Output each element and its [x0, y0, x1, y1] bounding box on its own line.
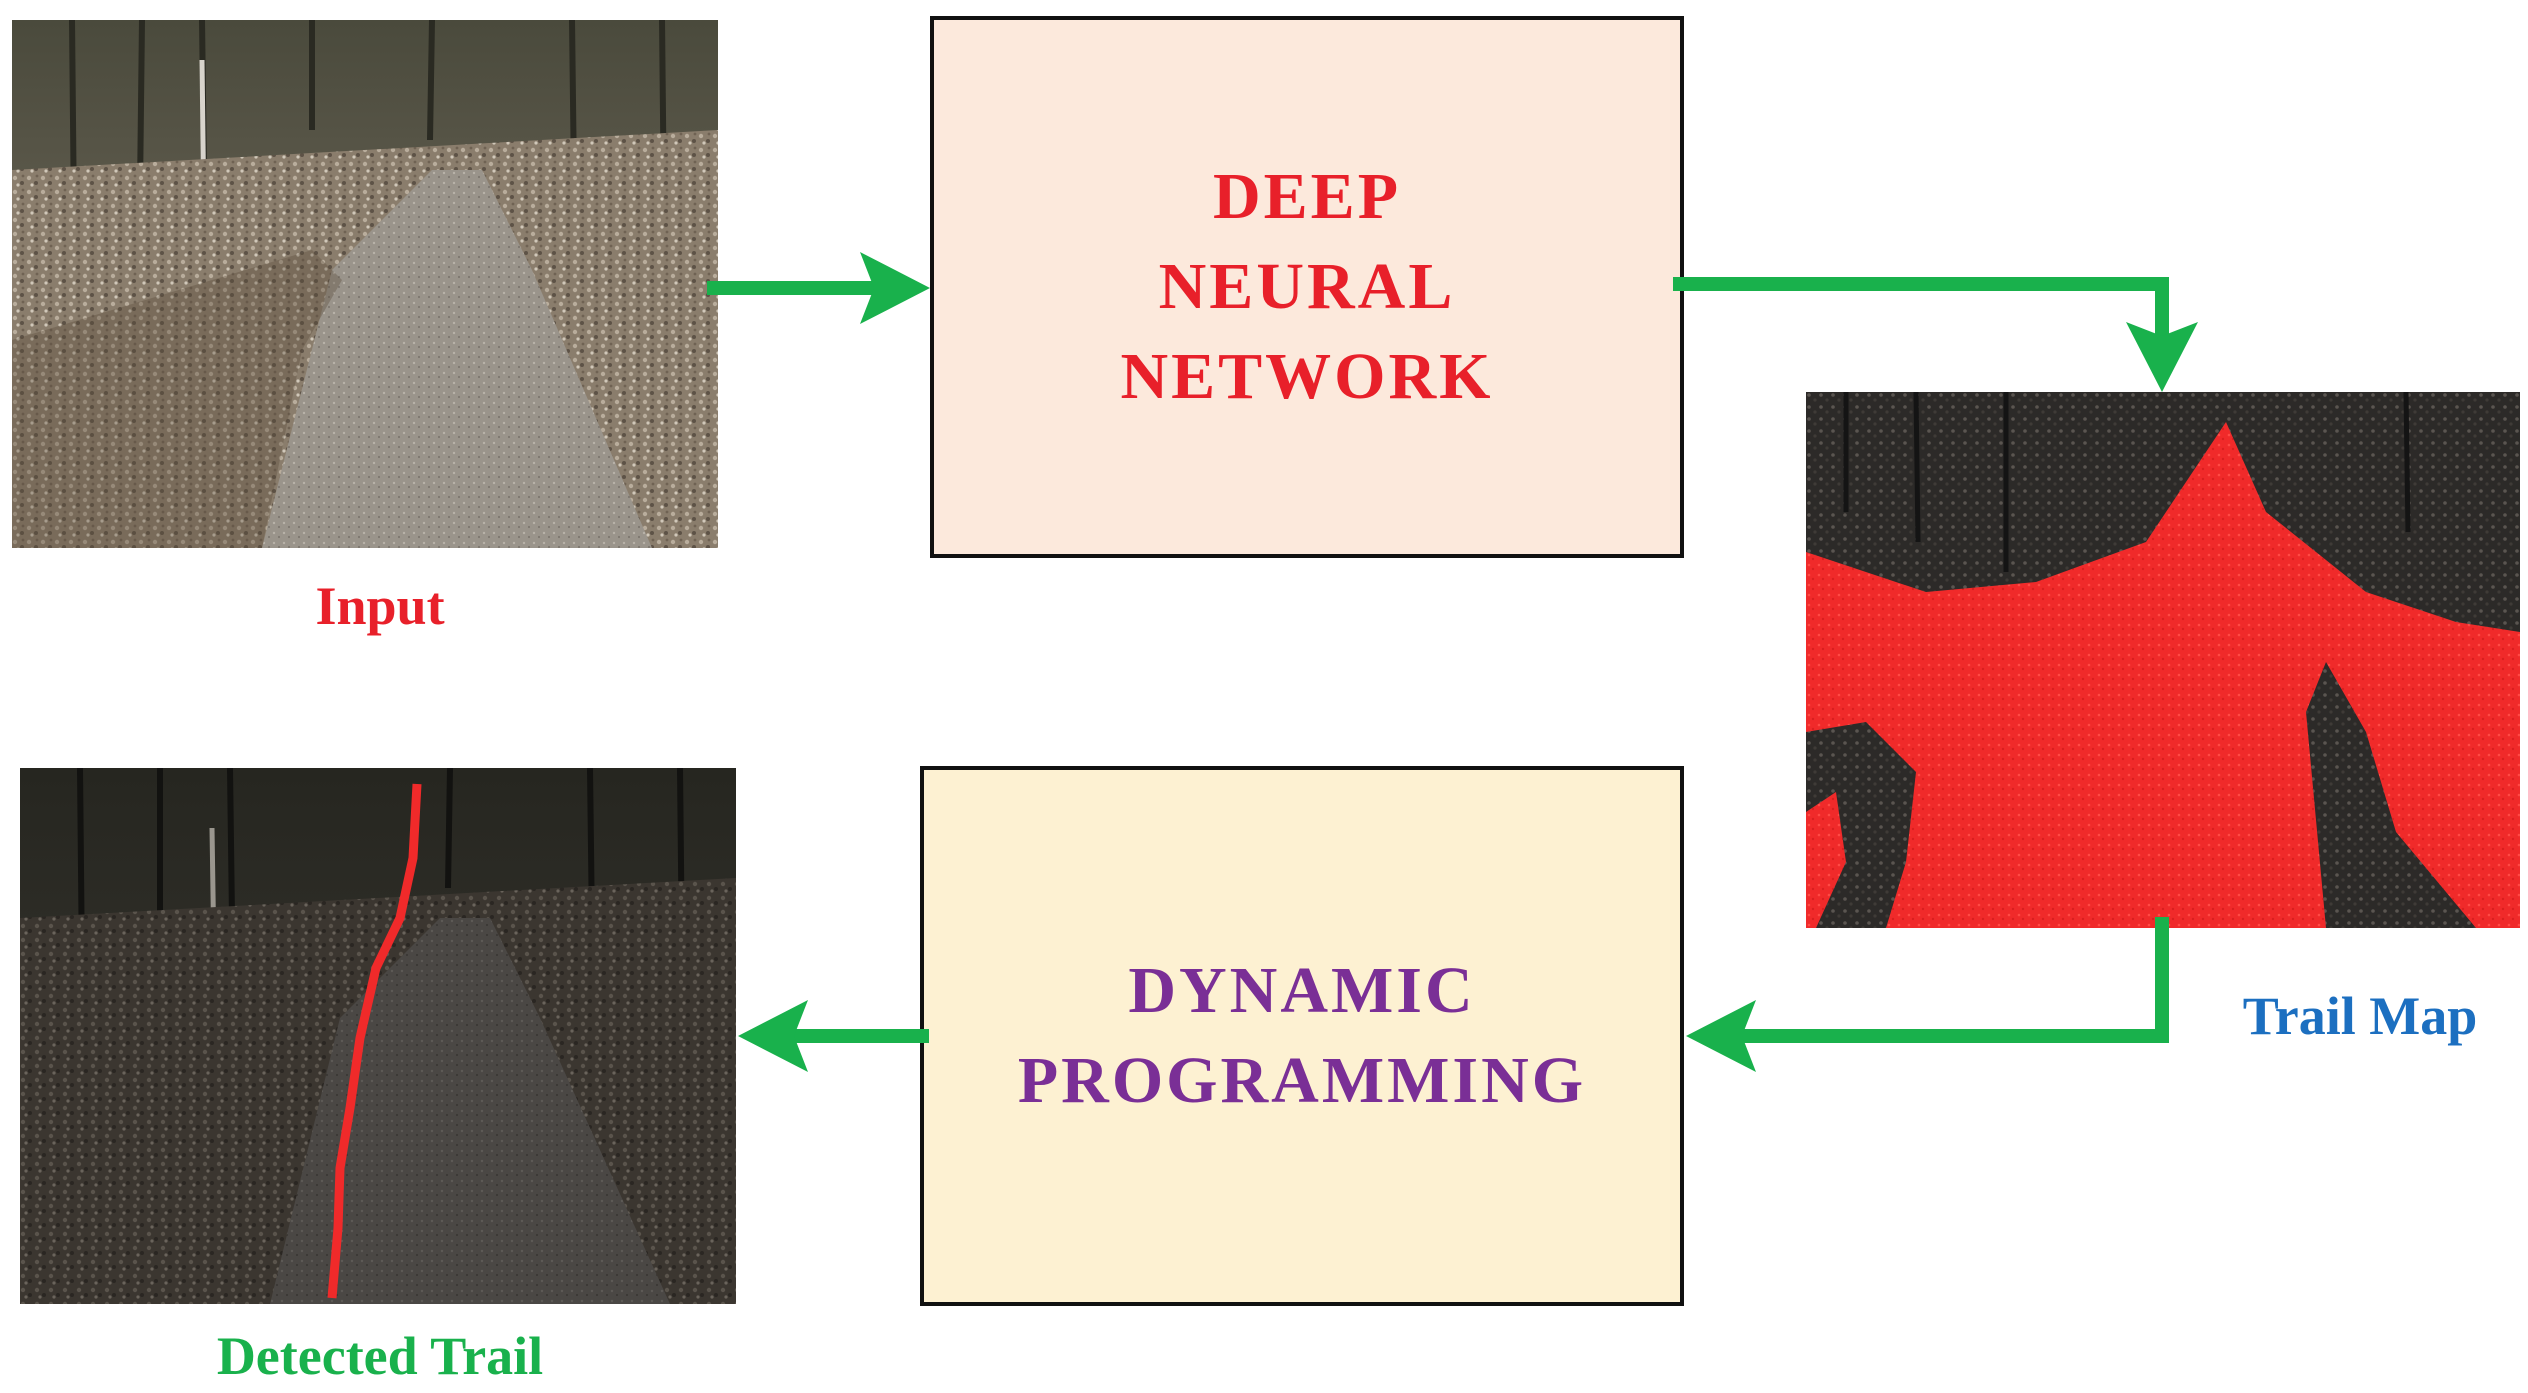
input-image — [12, 20, 718, 548]
input-caption: Input — [315, 576, 445, 636]
dynamic-programming-block: DYNAMIC PROGRAMMING — [920, 766, 1684, 1306]
arrow-trail-map-to-dp-head — [1686, 1000, 1756, 1072]
detected-trail-line — [327, 783, 422, 1299]
dnn-label-line-1: DEEP — [1212, 160, 1402, 233]
dp-label-line-2: PROGRAMMING — [1017, 1044, 1587, 1117]
dp-label-line-1: DYNAMIC — [1128, 954, 1476, 1027]
deep-neural-network-block: DEEP NEURAL NETWORK — [930, 16, 1684, 558]
detected-trail-image — [20, 768, 736, 1304]
trail-map-caption: Trail Map — [2242, 986, 2478, 1046]
arrow-dnn-to-trail-map — [1673, 277, 2169, 357]
dnn-label-line-3: NETWORK — [1120, 340, 1494, 413]
arrow-dp-to-detected-head — [738, 1000, 808, 1072]
arrow-dnn-to-trail-map-head — [2126, 322, 2198, 392]
detected-trail-caption: Detected Trail — [216, 1326, 544, 1386]
trail-map-image — [1806, 392, 2520, 928]
dnn-label-line-2: NEURAL — [1158, 250, 1456, 323]
arrow-input-to-dnn-head — [860, 252, 930, 324]
arrow-trail-map-to-dp — [1719, 917, 2169, 1043]
